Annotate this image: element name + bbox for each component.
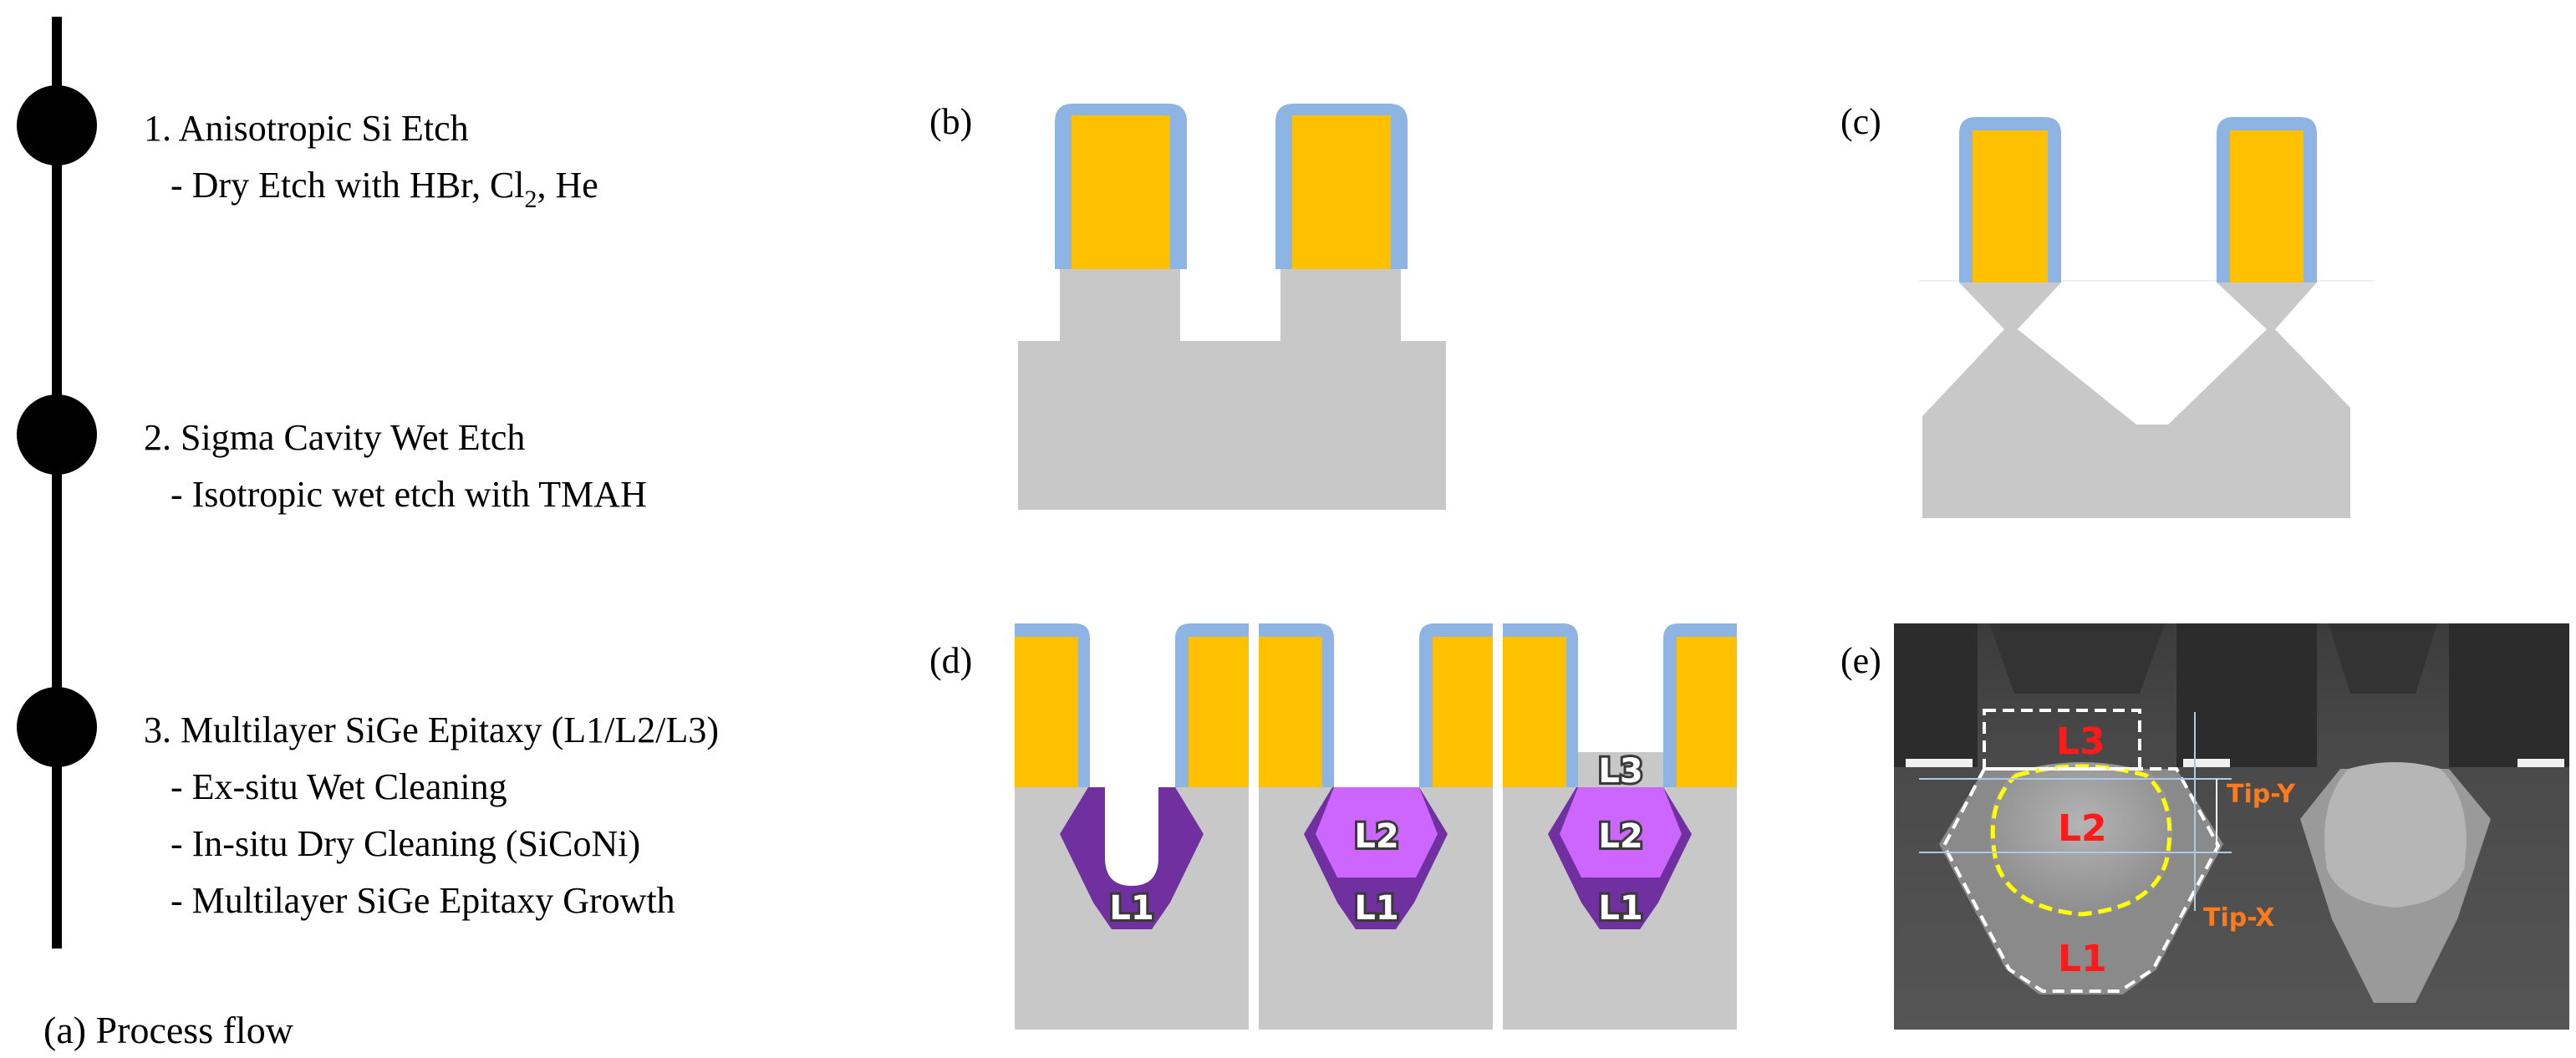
gate	[1973, 130, 2048, 282]
panel-c-label: (c)	[1840, 101, 1881, 142]
gate	[1015, 637, 1078, 787]
tem-surface-highlight	[1906, 759, 1973, 767]
silicon-substrate	[1922, 282, 2350, 518]
tip-x-label: Tip-X	[2203, 903, 2274, 933]
tem-label-l2: L2	[2058, 807, 2107, 850]
tem-trench	[1989, 623, 2165, 694]
silicon-substrate	[1018, 269, 1446, 510]
layer-label-l2: L2	[1598, 817, 1642, 856]
gate	[1072, 115, 1170, 269]
layer-label-l1: L1	[1354, 889, 1398, 928]
panel-e: (e)	[1840, 623, 2569, 1030]
epi-step-l3: L3 L2 L1	[1503, 623, 1737, 1030]
epi-step-l1: L1	[1015, 623, 1249, 1030]
gate	[1503, 637, 1566, 787]
sige-layer-l2	[1316, 787, 1438, 877]
step-2-marker	[17, 394, 97, 475]
tem-label-l3: L3	[2056, 720, 2105, 763]
tip-y-label: Tip-Y	[2227, 780, 2296, 809]
step-2-detail: - Isotropic wet etch with TMAH	[171, 474, 647, 515]
layer-label-l1: L1	[1109, 889, 1153, 928]
tem-trench	[2329, 623, 2437, 694]
panel-e-label: (e)	[1840, 640, 1881, 681]
panel-d: (d) L1 L2 L1	[929, 623, 1737, 1030]
gate	[1189, 637, 1249, 787]
panel-b-label: (b)	[929, 101, 972, 142]
tem-gate	[2449, 623, 2569, 767]
step-3-detail-1: - Ex-situ Wet Cleaning	[171, 766, 507, 807]
gate	[1677, 637, 1737, 787]
gate	[2230, 130, 2304, 282]
epi-step-l2: L2 L1	[1259, 623, 1493, 1030]
tem-gate	[2176, 623, 2317, 767]
step-1-detail: - Dry Etch with HBr, Cl2, He	[171, 165, 598, 213]
tem-label-l1: L1	[2058, 938, 2107, 980]
sige-layer-l3	[1578, 752, 1663, 787]
layer-label-l3: L3	[1598, 752, 1642, 791]
gate	[1433, 637, 1493, 787]
step-3-detail-2: - In-situ Dry Cleaning (SiCoNi)	[171, 823, 640, 864]
step-3-detail-3: - Multilayer SiGe Epitaxy Growth	[171, 880, 675, 921]
panel-c: (c)	[1840, 101, 2375, 518]
cavity-opening	[1105, 787, 1158, 886]
step-1-marker	[17, 85, 97, 165]
layer-label-l1: L1	[1598, 889, 1642, 928]
sige-layer-l2	[1560, 787, 1682, 877]
gate	[1259, 637, 1322, 787]
step-3-title: 3. Multilayer SiGe Epitaxy (L1/L2/L3)	[144, 710, 719, 750]
tem-epi-l2-region	[1989, 762, 2173, 918]
panel-a-caption: (a) Process flow	[43, 1009, 294, 1051]
tem-surface-highlight	[2183, 759, 2230, 767]
panel-b: (b)	[929, 101, 1446, 510]
tem-surface-highlight	[2517, 759, 2564, 767]
l3-outline	[1983, 709, 2141, 771]
l1-outline	[1942, 767, 2221, 993]
tem-gate	[1894, 623, 1978, 767]
process-flow: 1. Anisotropic Si Etch - Dry Etch with H…	[17, 17, 719, 1051]
gate	[1292, 115, 1391, 269]
step-1-title: 1. Anisotropic Si Etch	[144, 108, 469, 149]
panel-d-label: (d)	[929, 640, 972, 681]
layer-label-l2: L2	[1354, 817, 1398, 856]
tem-epi-right-core	[2324, 762, 2467, 908]
step-2-title: 2. Sigma Cavity Wet Etch	[144, 417, 525, 458]
step-3-marker	[17, 687, 97, 767]
